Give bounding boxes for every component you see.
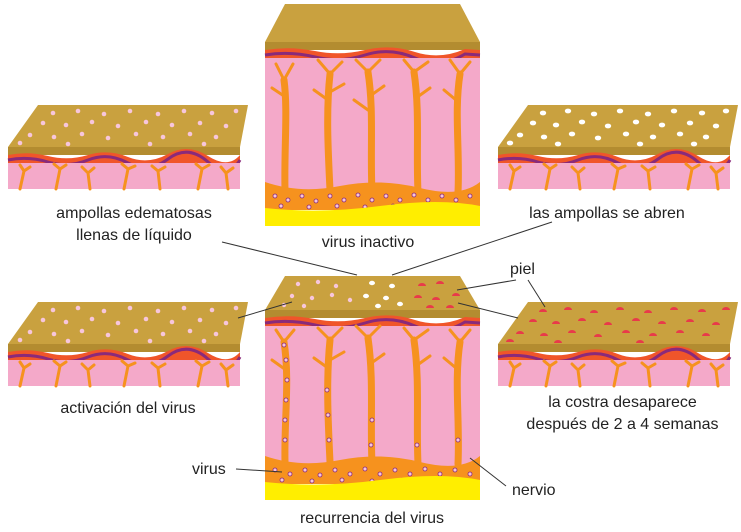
leader-lines <box>221 221 553 487</box>
leader-blisters-open <box>391 221 553 276</box>
label-edematous-blisters: ampollas edematosas llenas de líquido <box>24 203 244 247</box>
leader-skin <box>456 279 517 291</box>
skin-slab-blisters <box>6 103 250 191</box>
label-inactive-virus: virus inactivo <box>321 234 415 251</box>
leader-virus <box>235 468 283 473</box>
skin-block-recurrence <box>264 276 481 500</box>
skin-slab-scabs <box>496 300 740 388</box>
skin-block-inactive <box>264 4 481 226</box>
label-scab-line2: después de 2 a 4 semanas <box>526 416 719 433</box>
skin-slab-open-blisters <box>496 103 740 191</box>
leader-scab <box>457 302 519 319</box>
label-edematous-blisters-line1: ampollas edematosas <box>56 205 212 222</box>
label-virus-recurrence: recurrencia del virus <box>299 510 445 527</box>
label-scab-line1: la costra desaparece <box>548 394 697 411</box>
leader-activation <box>237 301 293 319</box>
leader-nerve <box>469 457 507 487</box>
label-virus-activation: activación del virus <box>60 400 196 417</box>
label-scab: la costra desaparece después de 2 a 4 se… <box>510 392 735 436</box>
label-blisters-open: las ampollas se abren <box>529 205 685 222</box>
leader-blisters <box>221 241 358 276</box>
label-virus: virus <box>192 461 226 478</box>
skin-slab-activation <box>6 300 250 388</box>
label-edematous-blisters-line2: llenas de líquido <box>76 227 192 244</box>
leader-skin-scab <box>527 279 546 308</box>
label-nerve: nervio <box>512 482 556 499</box>
label-skin: piel <box>510 261 535 278</box>
